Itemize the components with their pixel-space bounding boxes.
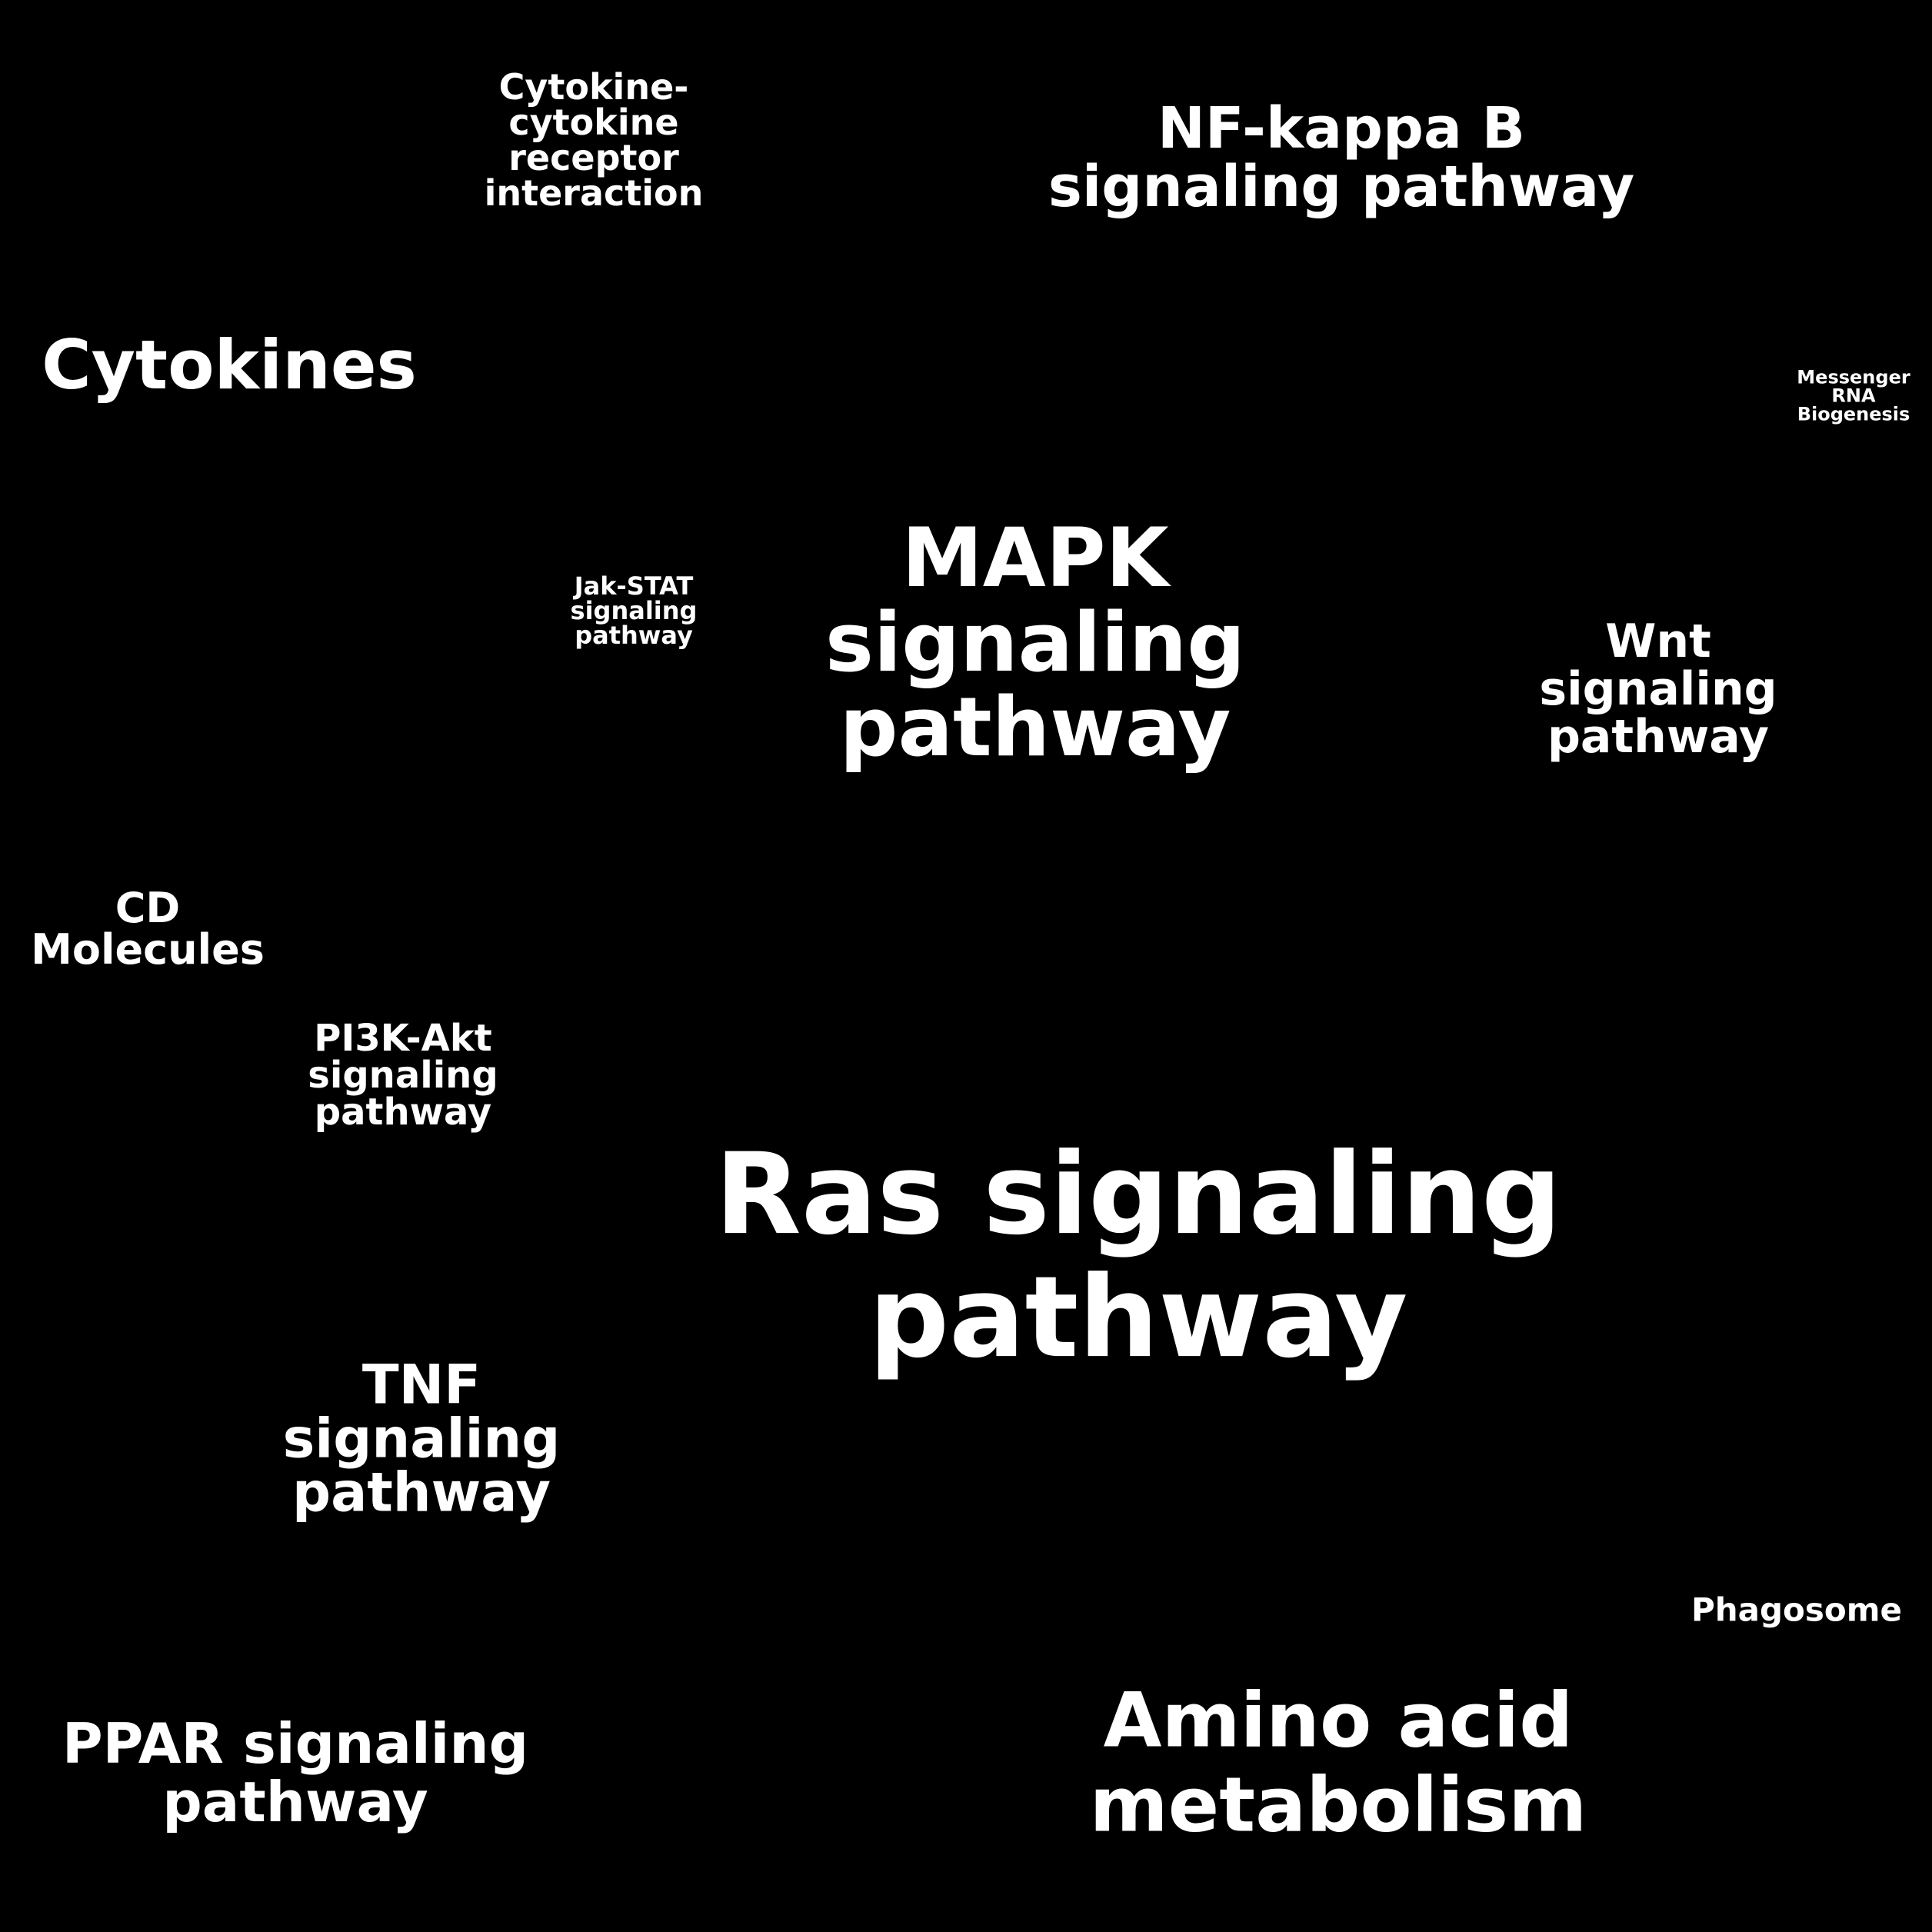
magenta-group-border <box>4 1507 730 1742</box>
ppar-signaling-pathway-label-line-2: pathway <box>162 1770 428 1834</box>
tnf-signaling-pathway-label-line-1: TNF <box>362 1354 481 1417</box>
cells <box>4 4 1928 1928</box>
messenger-rna-biogenesis-label-line-2: RNA <box>1831 385 1876 406</box>
ras-signaling-pathway-label-line-1: Ras signaling <box>715 1129 1561 1260</box>
cell-phagosome[interactable] <box>1664 1141 1928 1928</box>
messenger-rna-biogenesis-label-line-3: Biogenesis <box>1797 403 1910 425</box>
cell-messenger-rna-biogenesis[interactable] <box>1707 4 1928 1142</box>
cd-molecules-label-line-2: Molecules <box>31 925 265 974</box>
jak-stat-signaling-pathway-label-line-2: signaling <box>571 596 698 625</box>
ppar-signaling-pathway-label-line-1: PPAR signaling <box>62 1711 528 1776</box>
pi3k-akt-signaling-pathway-label-line-1: PI3K-Akt <box>314 1017 491 1060</box>
cytokine-cytokine-receptor-interaction-label-line-2: cytokine <box>508 102 678 143</box>
wnt-signaling-pathway-label-line-3: pathway <box>1547 710 1769 764</box>
amino-acid-metabolism-label-line-1: Amino acid <box>1104 1677 1574 1764</box>
pi3k-akt-signaling-pathway-label-line-2: signaling <box>308 1054 498 1097</box>
cytokine-cytokine-receptor-interaction-label-line-4: interaction <box>485 172 704 214</box>
cytokines-label-line-1: Cytokines <box>42 325 417 405</box>
teal-group-right-border <box>1707 4 1908 1142</box>
jak-stat-signaling-pathway-label-line-1: Jak-STAT <box>573 571 694 601</box>
label-cytokines: Cytokines <box>42 325 417 405</box>
phagosome-label-line-1: Phagosome <box>1691 1591 1902 1629</box>
teal-group-border <box>2 3 892 1480</box>
jak-stat-signaling-pathway-label-line-3: pathway <box>575 621 693 650</box>
cytokine-cytokine-receptor-interaction-label-line-3: receptor <box>508 137 679 178</box>
tnf-signaling-pathway-label-line-3: pathway <box>292 1461 551 1524</box>
cd-molecules-label-line-1: CD <box>115 884 180 932</box>
wnt-signaling-pathway-label-line-1: Wnt <box>1605 615 1711 668</box>
nf-kappa-b-signaling-pathway-label-line-2: signaling pathway <box>1048 154 1634 220</box>
ras-signaling-pathway-label-line-2: pathway <box>869 1252 1408 1383</box>
label-phagosome: Phagosome <box>1691 1591 1902 1629</box>
messenger-rna-biogenesis-label-line-1: Messenger <box>1797 366 1910 388</box>
mapk-signaling-pathway-label-line-1: MAPK <box>901 511 1171 605</box>
cytokine-cytokine-receptor-interaction-label-line-1: Cytokine- <box>499 66 689 108</box>
red-group-border <box>1664 1139 1908 1928</box>
mapk-signaling-pathway-label-line-3: pathway <box>840 680 1231 774</box>
wnt-signaling-pathway-label-line-2: signaling <box>1539 662 1777 716</box>
amino-acid-metabolism-label-line-2: metabolism <box>1090 1761 1587 1849</box>
pi3k-akt-signaling-pathway-label-line-3: pathway <box>315 1091 491 1134</box>
nf-kappa-b-signaling-pathway-label-line-1: NF-kappa B <box>1158 95 1525 162</box>
tnf-signaling-pathway-label-line-2: signaling <box>283 1407 561 1471</box>
mapk-signaling-pathway-label-line-2: signaling <box>825 595 1245 690</box>
